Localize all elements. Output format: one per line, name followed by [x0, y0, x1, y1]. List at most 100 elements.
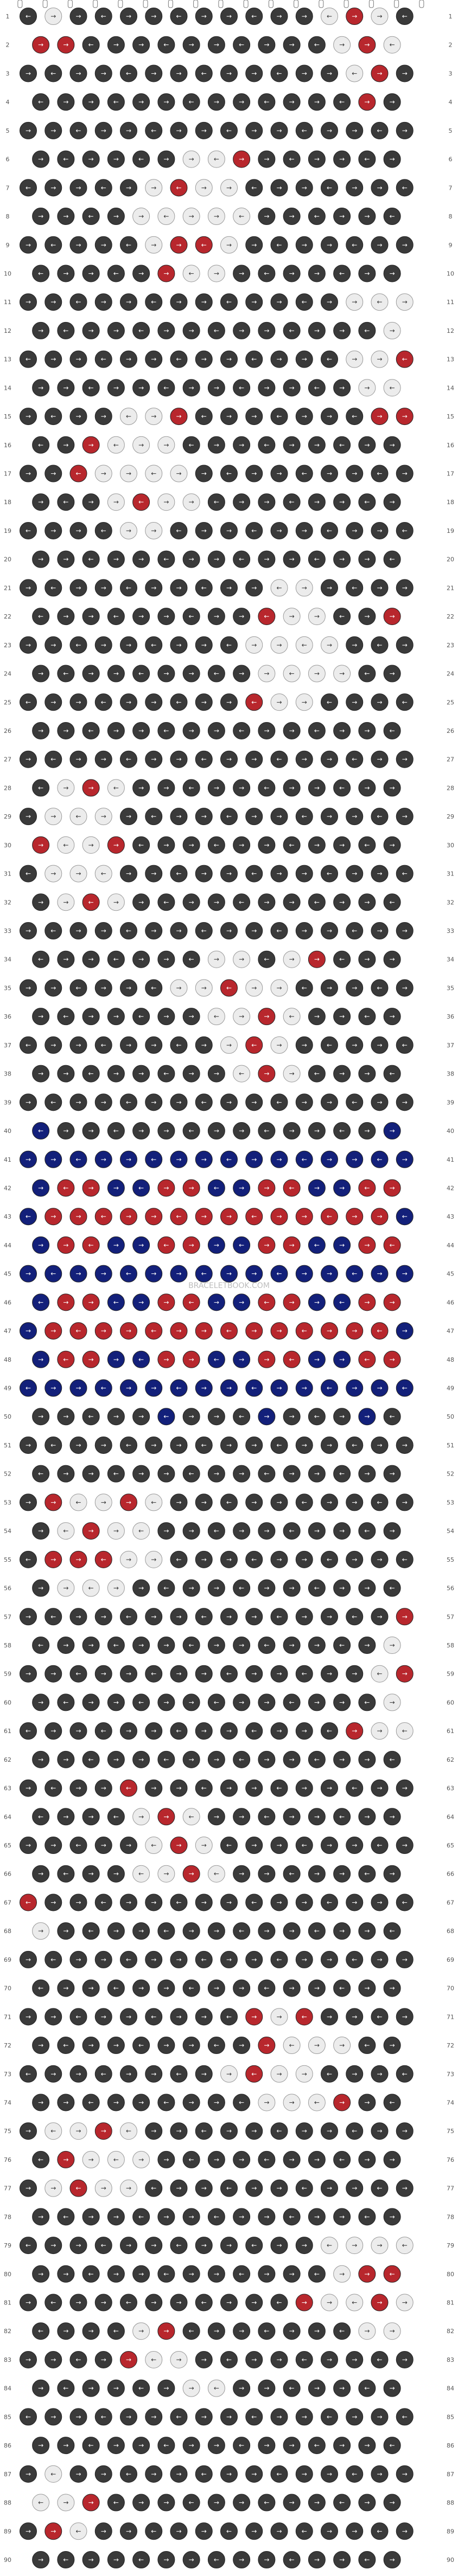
knot-arrow-icon: → [251, 470, 257, 478]
knot: → [333, 1008, 351, 1026]
knot-arrow-icon: ← [189, 1470, 194, 1478]
knot-arrow-icon: → [214, 384, 219, 391]
knot-arrow-icon: ← [402, 2070, 408, 2078]
knot-arrow-icon: → [402, 413, 408, 420]
knot-arrow-icon: → [176, 2185, 181, 2192]
knot: ← [233, 1579, 251, 1597]
knot-arrow-icon: → [402, 756, 408, 763]
knot-circle [233, 550, 251, 568]
knot: ← [396, 8, 414, 25]
knot: → [69, 1779, 87, 1797]
knot-circle [132, 379, 150, 397]
knot: → [157, 1636, 175, 1654]
knot-arrow-icon: → [38, 384, 43, 391]
knot: → [32, 836, 50, 854]
knot: → [358, 2437, 376, 2455]
knot-circle [182, 608, 200, 626]
knot: → [245, 2465, 263, 2483]
knot-arrow-icon: ← [126, 241, 131, 249]
knot-arrow-icon: → [239, 1127, 244, 1135]
knot-arrow-icon: → [75, 698, 81, 706]
knot-arrow-icon: ← [126, 413, 131, 420]
knot: ← [157, 1750, 175, 1768]
knot: → [57, 1293, 75, 1311]
knot-circle [57, 265, 75, 282]
knot: → [371, 65, 389, 82]
knot: → [283, 1293, 301, 1311]
knot: → [195, 2065, 213, 2083]
knot: ← [57, 1008, 75, 1026]
knot-circle [258, 321, 276, 339]
row-number-left: 64 [4, 1813, 11, 1820]
string-end-top [42, 0, 48, 8]
knot-arrow-icon: ← [226, 2013, 232, 2020]
knot: → [32, 1865, 50, 1883]
knot: → [258, 1179, 276, 1197]
knot: → [295, 1379, 313, 1397]
knot: → [233, 1293, 251, 1311]
knot-circle [333, 779, 351, 797]
knot: ← [308, 379, 326, 397]
knot: ← [383, 1750, 401, 1768]
knot: → [82, 265, 100, 282]
knot-arrow-icon: → [289, 727, 295, 735]
knot-arrow-icon: ← [214, 1356, 219, 1363]
knot-circle [94, 808, 112, 826]
knot-arrow-icon: ← [402, 1213, 408, 1220]
knot-arrow-icon: → [151, 1956, 156, 1963]
knot-circle [170, 750, 188, 768]
knot-arrow-icon: → [101, 413, 106, 420]
knot-arrow-icon: → [352, 641, 357, 649]
knot-arrow-icon: ← [264, 1298, 269, 1306]
knot-arrow-icon: ← [377, 2356, 382, 2364]
knot-arrow-icon: → [364, 2442, 370, 2449]
knot-arrow-icon: → [75, 69, 81, 77]
knot-arrow-icon: → [163, 1356, 169, 1363]
knot-arrow-icon: ← [101, 870, 106, 878]
knot-arrow-icon: ← [302, 1670, 307, 1678]
knot-arrow-icon: → [339, 556, 345, 563]
knot: → [32, 550, 50, 568]
knot-arrow-icon: → [327, 241, 332, 249]
knot-circle [170, 865, 188, 883]
knot-arrow-icon: → [189, 898, 194, 906]
knot: ← [346, 65, 364, 82]
knot-arrow-icon: → [88, 2556, 94, 2564]
knot-arrow-icon: → [38, 1585, 43, 1592]
knot: ← [220, 1322, 238, 1340]
knot: → [233, 1465, 251, 1483]
knot: → [371, 350, 389, 368]
knot-circle [32, 608, 50, 626]
knot-arrow-icon: → [339, 898, 345, 906]
row-number-right: 69 [447, 1956, 454, 1963]
knot: ← [107, 1636, 125, 1654]
knot: → [69, 2294, 87, 2311]
knot-arrow-icon: ← [302, 1156, 307, 1163]
knot-arrow-icon: → [302, 870, 307, 878]
knot: → [333, 550, 351, 568]
knot-arrow-icon: → [163, 956, 169, 963]
knot-arrow-icon: ← [176, 1041, 181, 1049]
knot: → [283, 1808, 301, 1826]
knot-arrow-icon: ← [126, 1785, 131, 1792]
knot: → [371, 1950, 389, 1968]
knot: ← [69, 465, 87, 482]
knot-circle [258, 550, 276, 568]
knot-arrow-icon: ← [176, 12, 181, 20]
knot: → [220, 579, 238, 597]
knot: → [358, 2494, 376, 2511]
knot: → [94, 408, 112, 426]
knot-arrow-icon: ← [251, 356, 257, 363]
knot: ← [383, 379, 401, 397]
knot-arrow-icon: ← [276, 1441, 282, 1449]
knot: → [82, 665, 100, 682]
knot-arrow-icon: → [126, 298, 131, 306]
knot: ← [145, 465, 163, 482]
knot-arrow-icon: → [113, 327, 119, 334]
knot-arrow-icon: → [289, 2327, 295, 2335]
knot-arrow-icon: → [88, 2213, 94, 2220]
knot-arrow-icon: ← [163, 727, 169, 735]
knot: → [170, 121, 188, 139]
knot: → [120, 350, 137, 368]
knot: → [383, 1522, 401, 1540]
